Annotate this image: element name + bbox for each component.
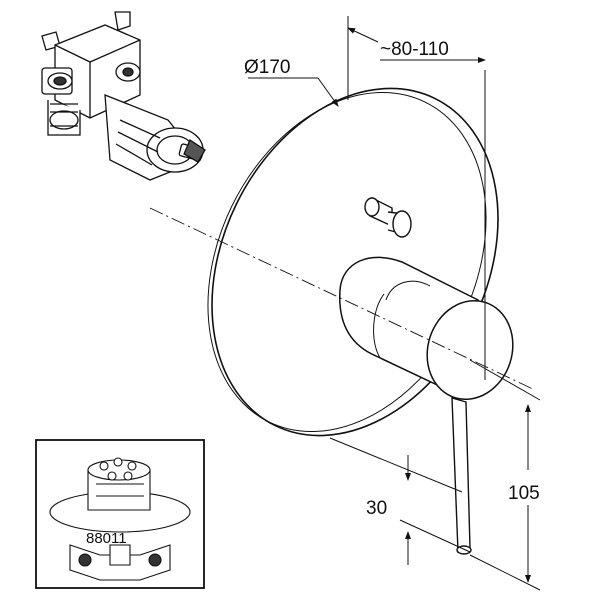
inset-box: 88011 <box>35 439 205 589</box>
mixer-handle-body <box>339 256 514 401</box>
depth-dimension <box>347 16 486 380</box>
rough-in-valve-illustration <box>41 11 206 181</box>
diameter-label: Ø170 <box>244 57 290 78</box>
mixer-lever <box>451 397 472 555</box>
diverter-knob <box>364 196 412 238</box>
diameter-dimension <box>248 77 339 107</box>
lever-offset-label: 30 <box>366 498 387 519</box>
lever-offset-dimension <box>329 437 471 565</box>
lever-height-dimension <box>469 359 541 591</box>
escutcheon-plate <box>207 87 499 437</box>
center-axis-line <box>149 207 536 391</box>
lever-height-label: 105 <box>508 483 540 504</box>
inset-part-number: 88011 <box>86 530 127 547</box>
inset-cartridge-illustration <box>49 457 191 581</box>
depth-range-label: ~80-110 <box>380 39 449 60</box>
